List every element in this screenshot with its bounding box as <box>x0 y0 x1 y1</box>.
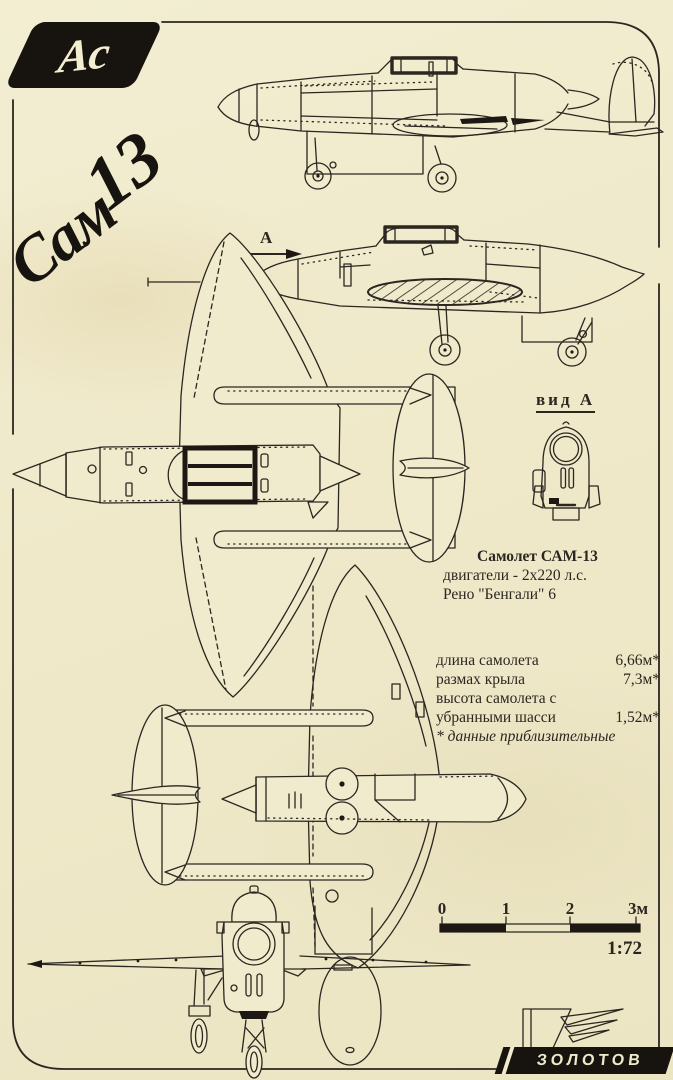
wing-root-section <box>368 279 525 305</box>
engine-cowling <box>533 422 600 520</box>
wheel <box>191 1019 207 1053</box>
panel-lines <box>261 62 515 134</box>
bottom-view-drawing <box>70 556 570 1011</box>
air-intake <box>249 120 259 140</box>
view-a-heading: вид А <box>536 390 596 413</box>
mid-wheel <box>428 164 456 192</box>
spec-footnote: * данные приблизительные <box>436 728 616 745</box>
publisher-banner: ЗОЛОТОВ <box>501 1047 673 1074</box>
propeller-hub <box>233 923 275 965</box>
fuselage-side-view-drawing <box>240 222 660 372</box>
rear-spinner <box>320 456 360 491</box>
top-view-drawing <box>8 228 478 706</box>
panel-lines <box>302 243 540 313</box>
engine-front-view-drawing <box>523 408 613 533</box>
scale-tick: 3м <box>628 899 649 918</box>
corner-logo-text: Ас <box>55 26 113 83</box>
view-direction-label: А <box>260 228 273 247</box>
scale-ratio: 1:72 <box>607 938 642 959</box>
scale-bar: 0 1 2 3м 1:72 <box>438 899 649 959</box>
canopy <box>385 227 457 255</box>
fuselage-pod <box>222 768 526 834</box>
scale-tick: 1 <box>502 899 511 918</box>
rear-wheel <box>558 338 586 366</box>
side-view-drawing <box>205 52 665 207</box>
propeller-hub <box>550 433 582 465</box>
tail-booms <box>214 387 455 548</box>
tail-boom <box>545 112 610 132</box>
canopy <box>392 58 456 73</box>
rear-spinner <box>568 90 599 109</box>
nacelle <box>217 886 289 1019</box>
tail-fin <box>609 57 663 136</box>
view-direction-arrow-icon <box>248 249 302 259</box>
engine-model-line: Рено "Бенгали" 6 <box>443 586 556 603</box>
front-wheel <box>305 163 331 189</box>
spec-row: высота самолета с <box>436 690 557 707</box>
front-wheel <box>430 335 460 365</box>
tail-fin <box>319 957 381 1065</box>
wheel <box>246 1046 262 1078</box>
canopy <box>168 448 255 502</box>
aircraft-title: Самолет САМ-13 <box>477 548 598 565</box>
wing-span <box>28 956 470 976</box>
publisher-wing-logo-icon <box>515 1002 630 1054</box>
wing <box>308 565 440 968</box>
rear-spinner <box>222 785 256 813</box>
scale-tick: 2 <box>566 899 575 918</box>
tail-booms <box>168 710 373 880</box>
wing-fairing <box>393 114 545 136</box>
landing-gear <box>430 306 592 366</box>
engines-line: двигатели - 2х220 л.с. <box>443 567 587 584</box>
landing-gear <box>189 970 266 1078</box>
publisher-banner-text: ЗОЛОТОВ <box>535 1051 645 1069</box>
landing-gear <box>305 131 456 192</box>
front-view-drawing <box>18 880 483 1080</box>
tailplane <box>393 374 469 562</box>
info-block: Самолет САМ-13 двигатели - 2х220 л.с. Ре… <box>443 547 663 604</box>
tailplane <box>112 705 200 885</box>
scale-tick: 0 <box>438 899 447 918</box>
